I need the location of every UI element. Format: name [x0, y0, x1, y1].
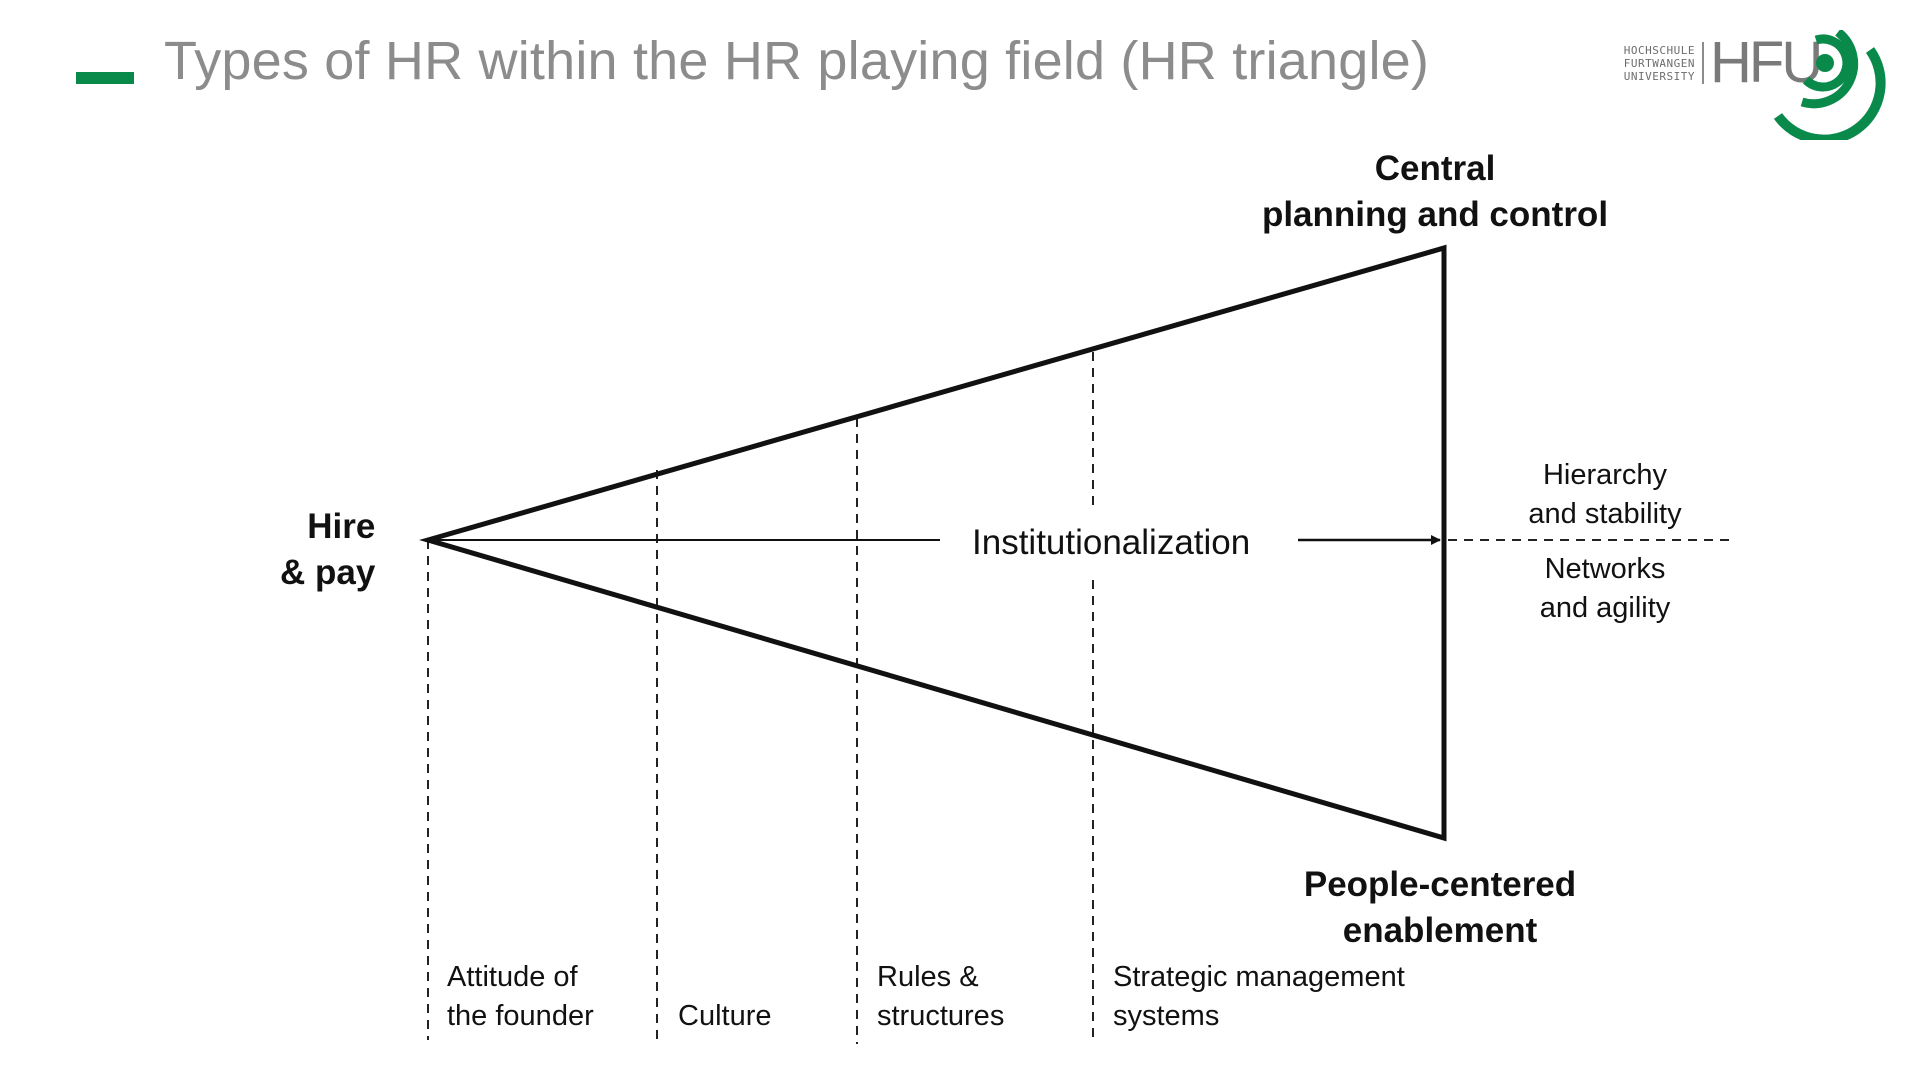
- corner-label-hire-pay: Hire & pay: [280, 504, 375, 596]
- stage-4-line1: Strategic management: [1113, 961, 1405, 993]
- stage-2-line2: Culture: [678, 1000, 772, 1032]
- central-label: Central: [1374, 149, 1496, 188]
- stage-1-line1: Attitude of: [447, 961, 578, 993]
- stage-label-culture: Culture: [678, 958, 772, 1036]
- networks-label-line2: and agility: [1539, 592, 1671, 624]
- hfu-logo: HOCHSCHULE FURTWANGEN UNIVERSITY HFU: [1600, 30, 1890, 140]
- logo-line-1: HOCHSCHULE: [1623, 44, 1695, 57]
- stage-3-line1: Rules &: [877, 961, 979, 993]
- logo-line-2: FURTWANGEN: [1623, 57, 1695, 70]
- stage-1-line2: the founder: [447, 1000, 594, 1032]
- logo-line-3: UNIVERSITY: [1623, 70, 1695, 83]
- stage-label-founder: Attitude of the founder: [447, 958, 594, 1036]
- corner-label-people-centered: People-centered enablement: [1240, 862, 1640, 954]
- pay-label: & pay: [280, 553, 376, 592]
- logo-university-name: HOCHSCHULE FURTWANGEN UNIVERSITY: [1600, 44, 1695, 83]
- corner-label-central-planning: Central planning and control: [1240, 146, 1630, 238]
- networks-label-line1: Networks: [1544, 553, 1666, 585]
- stage-3-line2: structures: [877, 1000, 1005, 1032]
- stage-4-line2: systems: [1113, 1000, 1220, 1032]
- hierarchy-label-line2: and stability: [1528, 498, 1682, 530]
- people-centered-label: People-centered: [1303, 865, 1577, 904]
- planning-control-label: planning and control: [1261, 195, 1609, 234]
- stage-label-strategic: Strategic management systems: [1113, 958, 1405, 1036]
- hierarchy-label-line1: Hierarchy: [1542, 459, 1668, 491]
- networks-agility-label: Networks and agility: [1480, 550, 1730, 628]
- hierarchy-stability-label: Hierarchy and stability: [1480, 456, 1730, 534]
- institutionalization-label: Institutionalization: [972, 523, 1251, 562]
- stage-2-line1: [678, 958, 772, 997]
- title-accent-bar: [76, 72, 134, 84]
- logo-separator: [1702, 42, 1704, 84]
- enablement-label: enablement: [1342, 911, 1538, 950]
- hfu-emblem-icon: [1773, 30, 1886, 140]
- stage-label-rules: Rules & structures: [877, 958, 1004, 1036]
- hire-label: Hire: [307, 507, 376, 546]
- hr-triangle: [419, 244, 1447, 842]
- page-title: Types of HR within the HR playing field …: [164, 31, 1430, 91]
